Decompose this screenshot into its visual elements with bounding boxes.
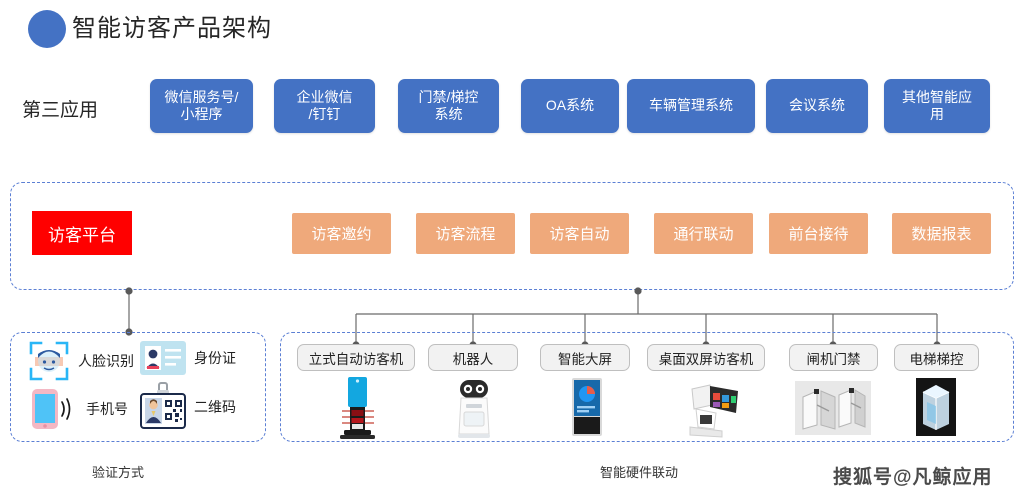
- circle-icon: [28, 10, 66, 48]
- app-tile-wechat-service[interactable]: 微信服务号/ 小程序: [150, 79, 253, 133]
- verify-item-face[interactable]: 人脸识别: [28, 340, 134, 382]
- module-visitor-invitation[interactable]: 访客邀约: [292, 213, 391, 254]
- app-tile-other-smart-apps[interactable]: 其他智能应 用: [884, 79, 990, 133]
- verify-item-idcard[interactable]: 身份证: [140, 341, 236, 375]
- hardware-chip-turnstile[interactable]: 闸机门禁: [789, 344, 878, 371]
- module-front-desk-reception[interactable]: 前台接待: [769, 213, 868, 254]
- digital-signage-icon: [568, 378, 606, 438]
- app-tile-enterprise-wechat[interactable]: 企业微信 /钉钉: [274, 79, 375, 133]
- verify-label-phone: 手机号: [86, 401, 128, 417]
- verify-label-qrcode: 二维码: [194, 399, 236, 415]
- hardware-chip-large-screen[interactable]: 智能大屏: [540, 344, 630, 371]
- qr-badge-icon: [140, 382, 186, 431]
- hardware-caption: 智能硬件联动: [600, 465, 679, 480]
- hardware-container: [280, 332, 1014, 442]
- face-recognition-icon: [28, 340, 70, 382]
- elevator-control-icon: [916, 378, 956, 436]
- module-access-linkage[interactable]: 通行联动: [654, 213, 753, 254]
- platform-container: [10, 182, 1014, 290]
- watermark: 搜狐号@凡鲸应用: [833, 467, 993, 488]
- module-data-reports[interactable]: 数据报表: [892, 213, 991, 254]
- desktop-dual-screen-icon: [672, 383, 744, 439]
- verification-caption: 验证方式: [92, 465, 145, 480]
- hardware-chip-robot[interactable]: 机器人: [428, 344, 518, 371]
- turnstile-gate-icon: [795, 381, 871, 435]
- app-tile-meeting-system[interactable]: 会议系统: [766, 79, 868, 133]
- app-tile-vehicle-management[interactable]: 车辆管理系统: [627, 79, 755, 133]
- robot-icon: [452, 378, 496, 438]
- module-visitor-automation[interactable]: 访客自动: [530, 213, 629, 254]
- verify-item-qrcode[interactable]: 二维码: [140, 382, 236, 431]
- page-header: 智能访客产品架构: [0, 0, 1024, 60]
- hardware-chip-elevator[interactable]: 电梯梯控: [894, 344, 979, 371]
- verify-label-idcard: 身份证: [194, 350, 236, 366]
- app-tile-oa-system[interactable]: OA系统: [521, 79, 619, 133]
- module-visitor-process[interactable]: 访客流程: [416, 213, 515, 254]
- hardware-chip-kiosk[interactable]: 立式自动访客机: [297, 344, 415, 371]
- app-tile-access-elevator[interactable]: 门禁/梯控 系统: [398, 79, 499, 133]
- id-card-icon: [140, 341, 186, 375]
- verification-container: [10, 332, 266, 442]
- kiosk-terminal-icon: [330, 377, 384, 439]
- verify-item-phone[interactable]: 手机号: [30, 387, 128, 431]
- applications-row-label: 第三应用: [22, 100, 99, 121]
- verify-label-face: 人脸识别: [78, 353, 134, 369]
- page-title: 智能访客产品架构: [72, 15, 272, 42]
- platform-title-badge[interactable]: 访客平台: [32, 211, 132, 255]
- hardware-chip-desktop-dual[interactable]: 桌面双屏访客机: [647, 344, 765, 371]
- mobile-phone-icon: [30, 387, 78, 431]
